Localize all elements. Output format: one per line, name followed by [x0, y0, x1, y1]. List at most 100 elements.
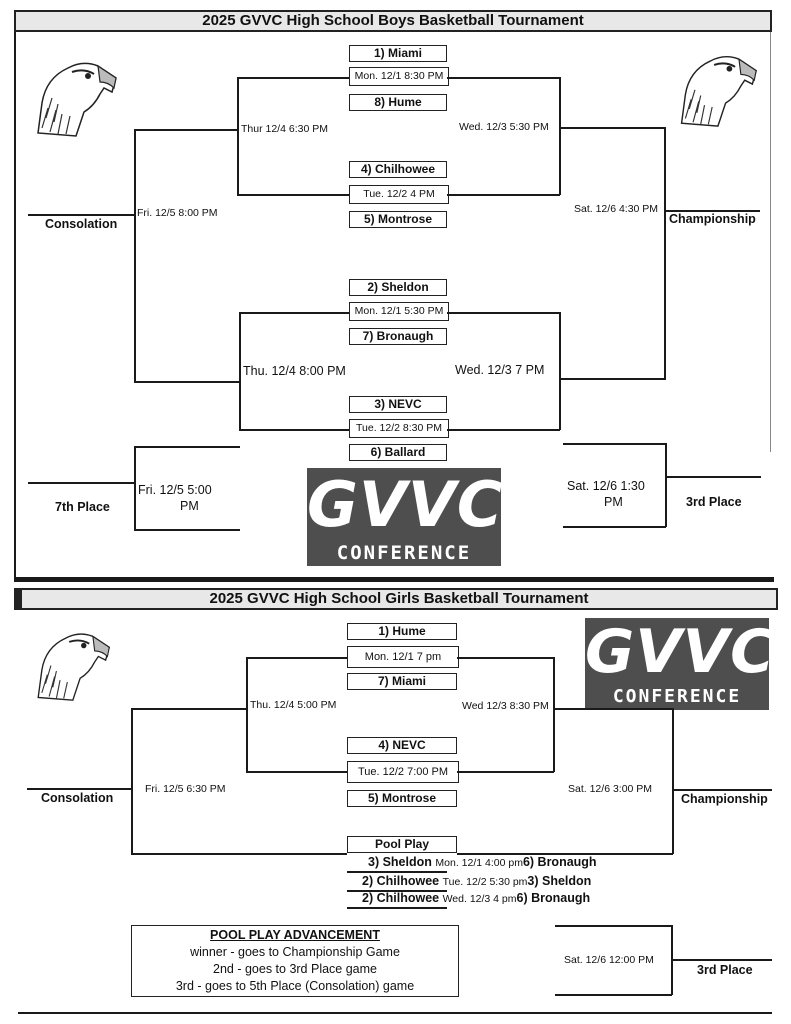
boys-frame-left [14, 12, 16, 582]
bracket-line [457, 853, 673, 855]
eagle-head-icon [680, 56, 758, 127]
bracket-line [131, 853, 347, 855]
pool-underline [347, 890, 447, 892]
bracket-line [555, 925, 672, 927]
bracket-line [447, 77, 560, 79]
bracket-line [664, 127, 666, 379]
consolation-label: Consolation [41, 791, 114, 805]
boys-title: 2025 GVVC High School Boys Basketball To… [14, 10, 772, 32]
team-box: 6) Ballard [349, 444, 447, 461]
bracket-line [559, 77, 561, 195]
pool-play-header: Pool Play [347, 836, 457, 853]
pool-date: Wed. 12/3 4 pm [442, 893, 517, 905]
bracket-line [559, 312, 561, 430]
bracket-line [665, 476, 761, 478]
game-date-label: Thu. 12/4 8:00 PM [243, 364, 346, 378]
pool-play-advancement-box: POOL PLAY ADVANCEMENT winner - goes to C… [131, 925, 459, 997]
bracket-line [554, 708, 673, 710]
third-place-label: 3rd Place [697, 963, 753, 977]
bracket-line [563, 443, 666, 445]
pool-underline [347, 907, 447, 909]
eagle-head-icon [37, 62, 117, 137]
team-box: 8) Hume [349, 94, 447, 111]
page-bottom-rule [18, 1012, 772, 1014]
pool-team-b: 6) Bronaugh [516, 891, 591, 905]
team-box: 1) Hume [347, 623, 457, 640]
boys-frame-right [770, 12, 771, 452]
game-date-label: Wed 12/3 8:30 PM [462, 700, 549, 712]
game-date-label: Fri. 12/5 6:30 PM [145, 783, 226, 795]
team-box: 4) Chilhowee [349, 161, 447, 178]
game-time: Tue. 12/2 4 PM [349, 185, 449, 204]
bracket-line [134, 446, 136, 530]
bracket-line [555, 994, 672, 996]
pool-play-row: 2) Chilhowee Wed. 12/3 4 pm6) Bronaugh [362, 891, 590, 905]
bracket-line [672, 789, 772, 791]
bracket-line [560, 378, 666, 380]
championship-label: Championship [669, 212, 756, 226]
gvvc-conference-logo: GVVC CONFERENCE [585, 618, 769, 710]
bracket-line [553, 657, 555, 772]
bracket-line [563, 526, 666, 528]
bracket-line [134, 129, 237, 131]
game-date-label: Thu. 12/4 5:00 PM [250, 699, 337, 711]
championship-label: Championship [681, 792, 768, 806]
game-time: Mon. 12/1 7 pm [347, 646, 459, 668]
bracket-line [134, 446, 240, 448]
bracket-line [457, 657, 554, 659]
bracket-line [665, 443, 667, 527]
pool-underline [347, 871, 447, 873]
team-box: 7) Miami [347, 673, 457, 690]
game-time: Mon. 12/1 5:30 PM [349, 302, 449, 321]
game-date-label: Sat. 12/6 3:00 PM [568, 783, 653, 795]
advancement-line: 2nd - goes to 3rd Place game [213, 962, 377, 976]
pool-date: Tue. 12/2 5:30 pm [442, 876, 528, 888]
bracket-line [28, 214, 134, 216]
bracket-line [664, 210, 760, 212]
advancement-line: 3rd - goes to 5th Place (Consolation) ga… [175, 979, 415, 993]
bracket-line [246, 657, 248, 772]
team-box: 5) Montrose [347, 790, 457, 807]
bracket-line [131, 708, 246, 710]
bracket-line [134, 529, 240, 531]
bracket-line [671, 959, 772, 961]
game-date-label: Wed. 12/3 7 PM [455, 363, 545, 377]
pool-team-a: 2) Chilhowee [362, 891, 440, 905]
logo-main-text: GVVC [585, 618, 769, 687]
bracket-line [239, 312, 349, 314]
bracket-line [28, 482, 134, 484]
bracket-line [237, 194, 349, 196]
eagle-head-icon [37, 633, 111, 701]
logo-main-text: GVVC [307, 468, 501, 541]
game-time: Tue. 12/2 7:00 PM [347, 761, 459, 783]
game-date-label: Thur 12/4 6:30 PM [241, 123, 328, 135]
pool-team-a: 3) Sheldon [368, 855, 432, 869]
girls-title: 2025 GVVC High School Girls Basketball T… [14, 588, 778, 610]
bracket-line [447, 429, 560, 431]
bracket-line [447, 312, 560, 314]
game-date-label: Sat. 12/6 4:30 PM [574, 203, 659, 215]
advancement-line: winner - goes to Championship Game [190, 945, 400, 959]
game-time: Mon. 12/1 8:30 PM [349, 67, 449, 86]
boys-frame-bottom [14, 577, 774, 582]
pool-team-a: 2) Chilhowee [362, 874, 440, 888]
bracket-line [27, 788, 131, 790]
pool-team-b: 6) Bronaugh [522, 855, 597, 869]
team-box: 2) Sheldon [349, 279, 447, 296]
team-box: 1) Miami [349, 45, 447, 62]
bracket-line [134, 129, 136, 382]
game-time: Tue. 12/2 8:30 PM [349, 419, 449, 438]
seventh-place-label: 7th Place [55, 500, 110, 514]
consolation-label: Consolation [45, 217, 118, 231]
gvvc-conference-logo: GVVC CONFERENCE [307, 468, 501, 566]
game-date-label: PM [180, 499, 199, 513]
third-place-label: 3rd Place [686, 495, 742, 509]
team-box: 5) Montrose [349, 211, 447, 228]
bracket-line [239, 312, 241, 430]
game-date-label: Wed. 12/3 5:30 PM [459, 121, 549, 133]
logo-sub-text: CONFERENCE [336, 542, 472, 564]
pool-play-row: 3) Sheldon Mon. 12/1 4:00 pm6) Bronaugh [368, 855, 597, 869]
bracket-line [239, 429, 349, 431]
game-date-label: Fri. 12/5 8:00 PM [137, 207, 218, 219]
team-box: 3) NEVC [349, 396, 447, 413]
